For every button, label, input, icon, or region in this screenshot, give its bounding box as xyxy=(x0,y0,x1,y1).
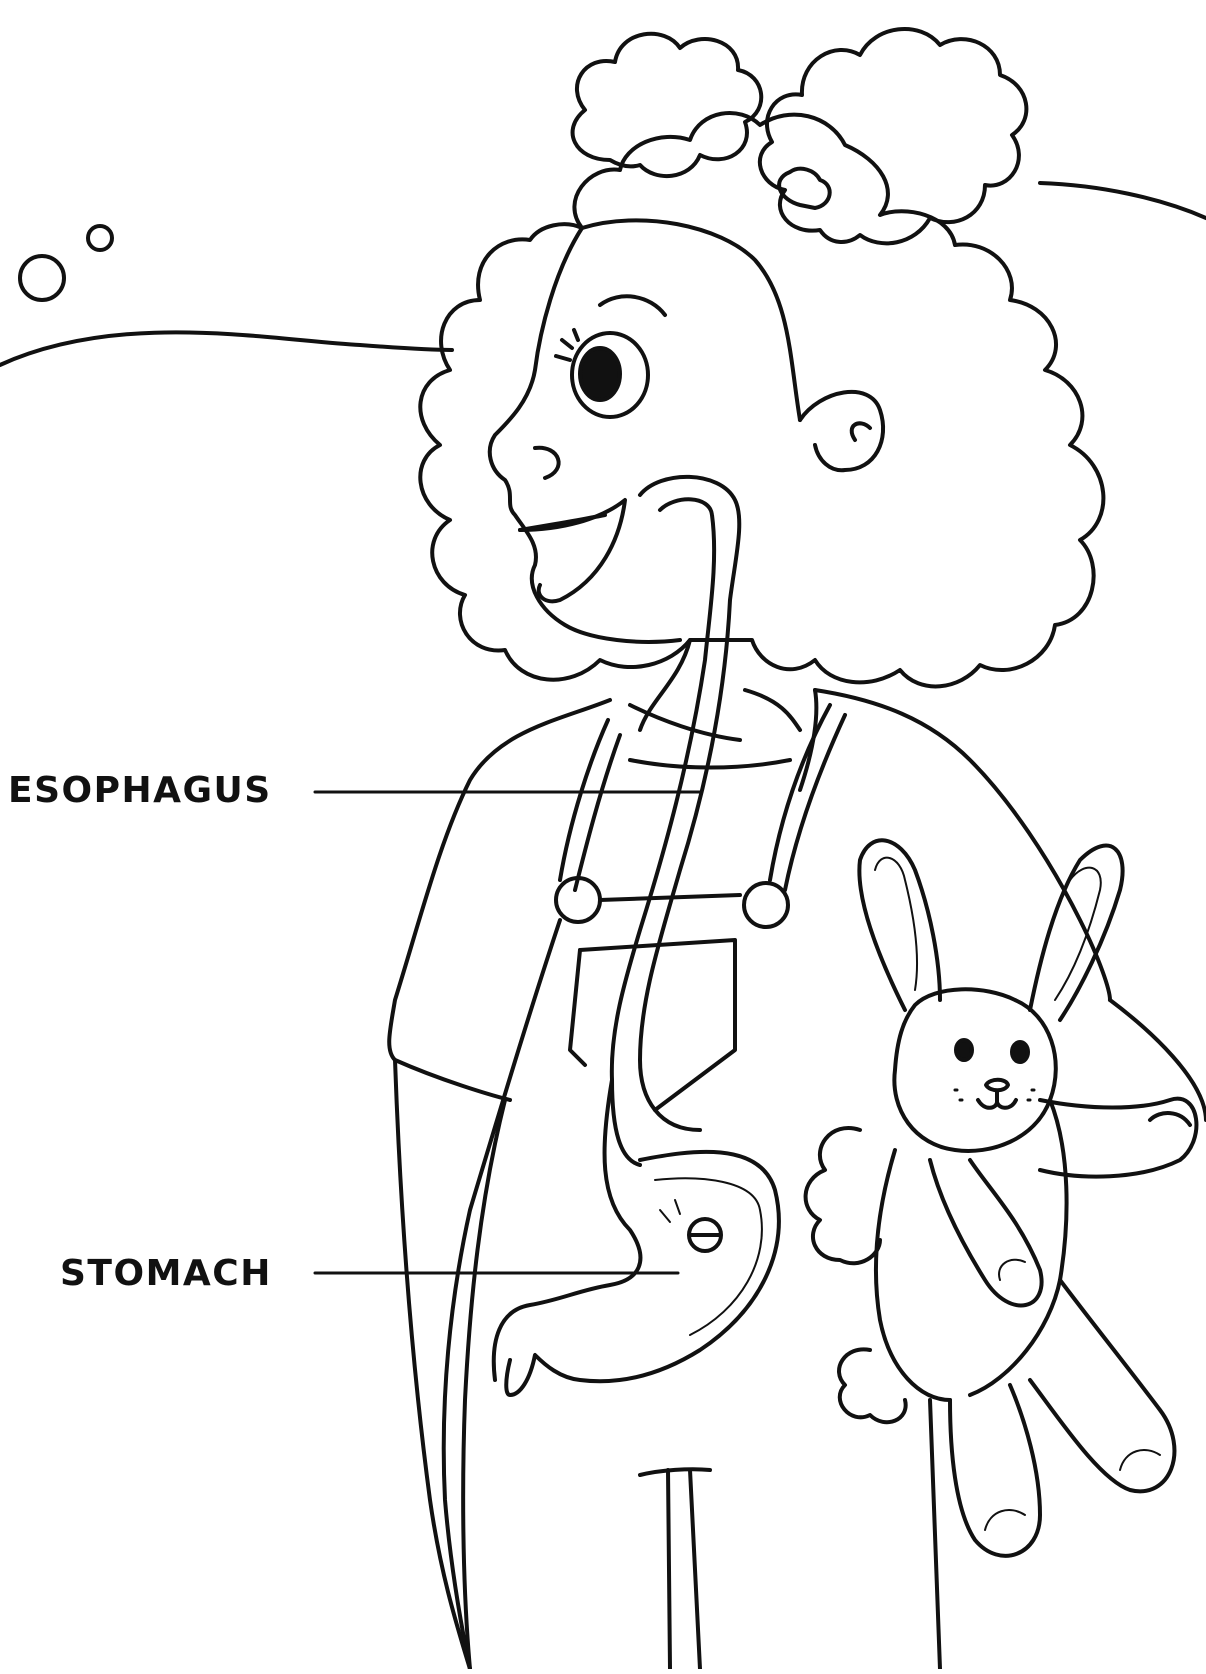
esophagus-label: ESOPHAGUS xyxy=(8,770,272,811)
hand xyxy=(806,1128,880,1263)
bubbles xyxy=(20,226,112,300)
arm xyxy=(806,1000,1206,1263)
pupil xyxy=(580,348,620,400)
bunny xyxy=(839,840,1174,1556)
stomach-organ xyxy=(494,1080,779,1395)
overalls xyxy=(395,705,940,1669)
bunny-eye-left xyxy=(956,1040,972,1060)
ear xyxy=(800,392,883,470)
overall-button-right xyxy=(744,883,788,927)
afro-puffs xyxy=(573,29,1027,243)
shirt xyxy=(389,640,1110,1100)
eyebrow xyxy=(600,296,665,315)
face xyxy=(490,220,883,642)
background-hills xyxy=(0,183,1206,365)
bib-pocket xyxy=(580,940,735,1110)
nose xyxy=(535,448,559,478)
stomach-label: STOMACH xyxy=(60,1253,272,1294)
bunny-eye-right xyxy=(1012,1042,1028,1062)
